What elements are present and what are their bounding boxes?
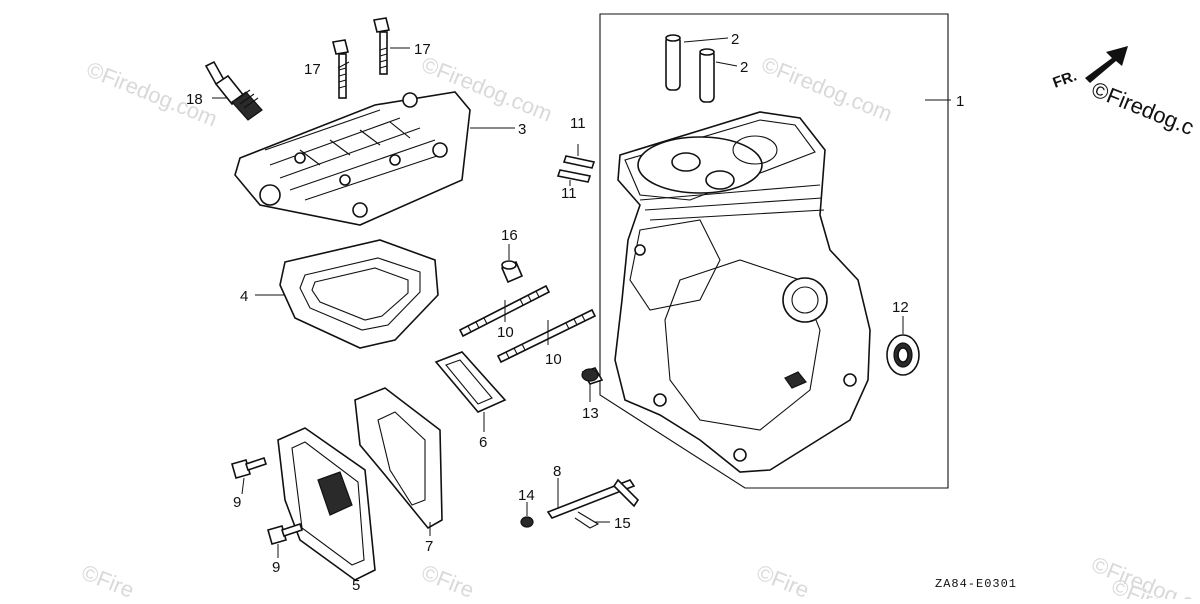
- callout-2: 2: [731, 31, 739, 48]
- part-oil-seal: [886, 334, 920, 376]
- callout-10: 10: [545, 351, 562, 368]
- watermark: ©Fire: [78, 559, 138, 599]
- part-crankcase: [614, 111, 871, 473]
- part-small-studs: [556, 155, 596, 183]
- callout-11: 11: [570, 115, 586, 132]
- callout-11: 11: [561, 185, 577, 202]
- front-arrow-icon: [1085, 46, 1128, 83]
- part-cover-gasket: [354, 387, 443, 530]
- part-breather-gasket: [434, 351, 507, 413]
- callout-9: 9: [272, 559, 280, 576]
- callout-10: 10: [497, 324, 514, 341]
- part-washer: [520, 516, 534, 528]
- callout-15: 15: [614, 515, 631, 532]
- leader-lines: [212, 37, 951, 580]
- callout-13: 13: [582, 405, 599, 422]
- callout-16: 16: [501, 227, 518, 244]
- part-drain-plug: [581, 367, 604, 385]
- callout-17: 17: [414, 41, 431, 58]
- part-spark-plug: [204, 60, 263, 121]
- drawing-code: ZA84-E0301: [935, 577, 1017, 591]
- front-direction-indicator: FR. ©Firedog.c: [1051, 46, 1198, 140]
- crankcase-frame: [599, 13, 949, 489]
- part-breather-cover: [277, 427, 376, 581]
- corner-watermark: ©Firedog.c: [1088, 76, 1197, 140]
- part-head-bolts: [332, 17, 390, 99]
- callout-17: 17: [304, 61, 321, 78]
- callout-4: 4: [240, 288, 248, 305]
- watermark: ©Fire: [418, 559, 478, 599]
- part-control-rod: [546, 478, 640, 519]
- callout-14: 14: [518, 487, 535, 504]
- callout-7: 7: [425, 538, 433, 555]
- callout-2: 2: [740, 59, 748, 76]
- part-clip: [574, 511, 600, 529]
- callout-labels: 2 2 1 3 4 17 17 18 11 11 16 10 10 12 13 …: [186, 31, 964, 594]
- part-cover-bolts: [231, 456, 304, 545]
- callout-9: 9: [233, 494, 241, 511]
- callout-5: 5: [352, 577, 360, 594]
- callout-12: 12: [892, 299, 909, 316]
- callout-1: 1: [956, 93, 964, 110]
- front-label: FR.: [1051, 68, 1080, 92]
- part-cylinder-head: [234, 91, 471, 226]
- callout-8: 8: [553, 463, 561, 480]
- callout-3: 3: [518, 121, 526, 138]
- part-valve-guides: [665, 34, 715, 103]
- callout-6: 6: [479, 434, 487, 451]
- watermark: ©Fire: [753, 559, 813, 599]
- callout-18: 18: [186, 91, 203, 108]
- part-head-gasket: [279, 239, 439, 349]
- part-stud-bolts: [458, 284, 597, 364]
- part-dowel-pin: [500, 260, 524, 284]
